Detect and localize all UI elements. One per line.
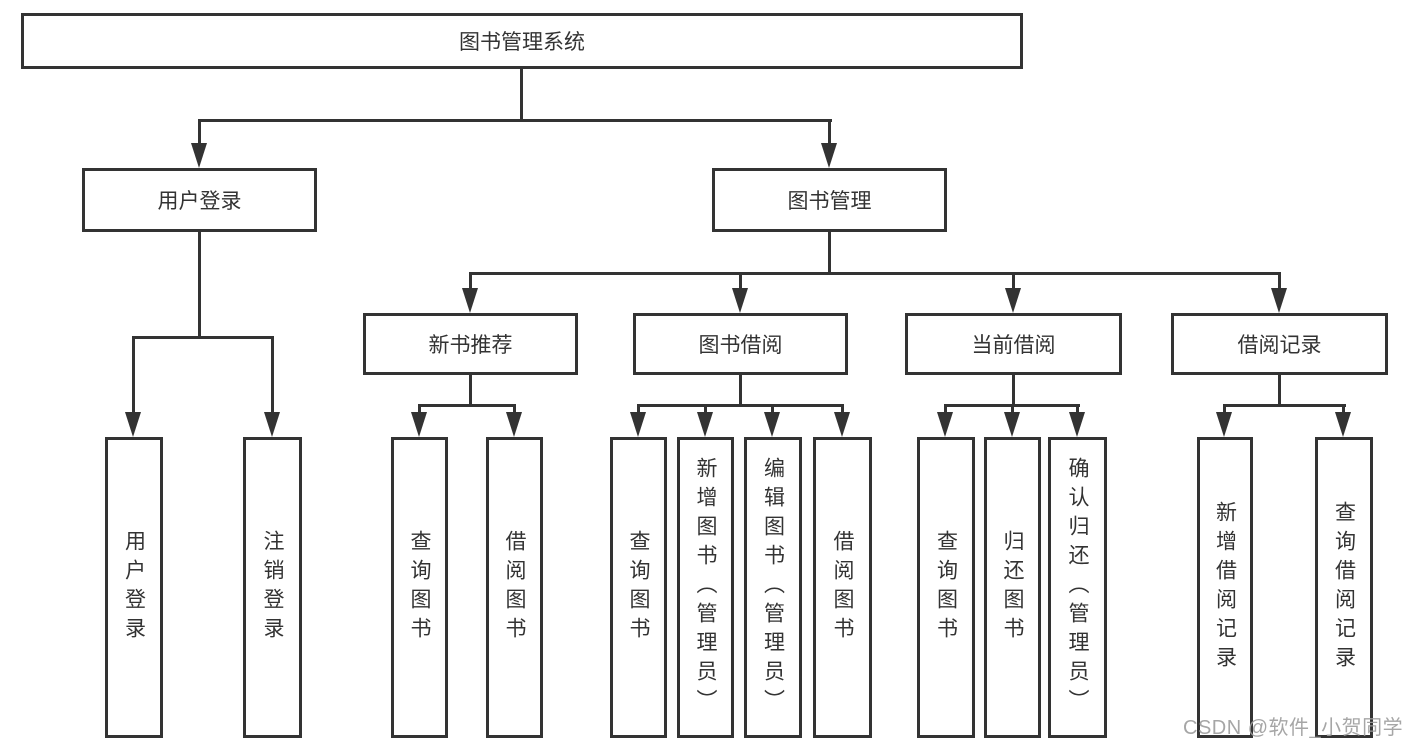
node-current-borrow-label: 当前借阅 xyxy=(971,334,1056,357)
node-new-book-recommend-label: 新书推荐 xyxy=(428,334,513,357)
leaf-return-book-label: 归还图书 xyxy=(1001,529,1025,646)
connector-borrowrecord-stub xyxy=(1342,404,1345,414)
connector-bookmgmt-hline xyxy=(469,272,1281,275)
leaf-confirm-return-admin-label: 确认归还（管理员） xyxy=(1066,457,1090,718)
leaf-logout: 注销登录 xyxy=(243,437,302,738)
arrow-down-icon xyxy=(1004,412,1020,437)
leaf-query-books-borrow: 查询图书 xyxy=(610,437,667,738)
node-root-label: 图书管理系统 xyxy=(459,31,585,54)
leaf-add-book-admin: 新增图书（管理员） xyxy=(677,437,734,738)
connector-bookmgmt-stub xyxy=(1012,272,1015,290)
node-book-borrow-label: 图书借阅 xyxy=(698,334,783,357)
arrow-down-icon xyxy=(697,412,713,437)
node-new-book-recommend: 新书推荐 xyxy=(363,313,578,375)
leaf-borrow-books: 借阅图书 xyxy=(813,437,872,738)
connector-bookborrow-vline xyxy=(739,375,742,406)
leaf-query-books-borrow-label: 查询图书 xyxy=(627,529,651,646)
leaf-add-borrow-record-label: 新增借阅记录 xyxy=(1213,500,1237,675)
node-root: 图书管理系统 xyxy=(21,13,1023,69)
leaf-query-borrow-record: 查询借阅记录 xyxy=(1315,437,1373,738)
leaf-query-books-current: 查询图书 xyxy=(917,437,975,738)
leaf-user-login-label: 用户登录 xyxy=(122,529,146,646)
leaf-edit-book-admin: 编辑图书（管理员） xyxy=(744,437,802,738)
connector-root-stub-left xyxy=(198,119,201,145)
arrow-down-icon xyxy=(1335,412,1351,437)
connector-bookborrow-stub xyxy=(637,404,640,414)
connector-bookmgmt-stub xyxy=(1278,272,1281,290)
connector-bookmgmt-vline xyxy=(828,232,831,274)
connector-root-stub-right xyxy=(828,119,831,145)
arrow-down-icon xyxy=(732,288,748,313)
leaf-query-books-current-label: 查询图书 xyxy=(934,529,958,646)
connector-userlogin-stub xyxy=(271,336,274,414)
leaf-edit-book-admin-label: 编辑图书（管理员） xyxy=(761,457,785,718)
arrow-down-icon xyxy=(506,412,522,437)
connector-currentborrow-stub xyxy=(944,404,947,414)
connector-bookborrow-stub xyxy=(704,404,707,414)
arrow-down-icon xyxy=(937,412,953,437)
connector-borrowrecord-hline xyxy=(1223,404,1346,407)
connector-currentborrow-stub xyxy=(1011,404,1014,414)
leaf-user-login: 用户登录 xyxy=(105,437,163,738)
arrow-down-icon xyxy=(264,412,280,437)
leaf-borrow-books-recommend: 借阅图书 xyxy=(486,437,543,738)
leaf-query-books-recommend-label: 查询图书 xyxy=(408,529,432,646)
connector-newbook-vline xyxy=(469,375,472,406)
connector-userlogin-vline xyxy=(198,232,201,339)
arrow-down-icon xyxy=(1271,288,1287,313)
connector-bookborrow-stub xyxy=(841,404,844,414)
arrow-down-icon xyxy=(1216,412,1232,437)
node-borrow-record: 借阅记录 xyxy=(1171,313,1388,375)
leaf-query-books-recommend: 查询图书 xyxy=(391,437,448,738)
connector-currentborrow-vline xyxy=(1012,375,1015,406)
connector-currentborrow-stub xyxy=(1076,404,1079,414)
connector-newbook-stub xyxy=(513,404,516,414)
connector-root-vline xyxy=(520,69,523,122)
node-user-login-label: 用户登录 xyxy=(157,190,242,213)
connector-userlogin-stub xyxy=(132,336,135,414)
arrow-down-icon xyxy=(1005,288,1021,313)
arrow-down-icon xyxy=(764,412,780,437)
connector-bookborrow-hline xyxy=(637,404,843,407)
arrow-down-icon xyxy=(411,412,427,437)
node-book-management: 图书管理 xyxy=(712,168,947,232)
leaf-borrow-books-label: 借阅图书 xyxy=(831,529,855,646)
connector-newbook-stub xyxy=(418,404,421,414)
leaf-confirm-return-admin: 确认归还（管理员） xyxy=(1048,437,1107,738)
connector-userlogin-hline xyxy=(132,336,274,339)
leaf-add-book-admin-label: 新增图书（管理员） xyxy=(694,457,718,718)
node-current-borrow: 当前借阅 xyxy=(905,313,1122,375)
leaf-borrow-books-recommend-label: 借阅图书 xyxy=(503,529,527,646)
arrow-down-icon xyxy=(834,412,850,437)
arrow-down-icon xyxy=(125,412,141,437)
leaf-query-borrow-record-label: 查询借阅记录 xyxy=(1332,500,1356,675)
node-book-borrow: 图书借阅 xyxy=(633,313,848,375)
connector-bookmgmt-stub xyxy=(469,272,472,290)
arrow-down-icon xyxy=(630,412,646,437)
leaf-logout-label: 注销登录 xyxy=(261,529,285,646)
connector-bookborrow-stub xyxy=(771,404,774,414)
node-borrow-record-label: 借阅记录 xyxy=(1237,334,1322,357)
csdn-watermark: CSDN @软件_小贺同学 xyxy=(1183,717,1404,739)
arrow-down-icon xyxy=(191,143,207,168)
connector-bookmgmt-stub xyxy=(739,272,742,290)
node-book-management-label: 图书管理 xyxy=(787,190,872,213)
leaf-return-book: 归还图书 xyxy=(984,437,1041,738)
arrow-down-icon xyxy=(1069,412,1085,437)
arrow-down-icon xyxy=(462,288,478,313)
node-user-login: 用户登录 xyxy=(82,168,317,232)
connector-newbook-hline xyxy=(418,404,516,407)
connector-borrowrecord-stub xyxy=(1223,404,1226,414)
connector-root-hline xyxy=(198,119,832,122)
leaf-add-borrow-record: 新增借阅记录 xyxy=(1197,437,1253,738)
arrow-down-icon xyxy=(821,143,837,168)
connector-borrowrecord-vline xyxy=(1278,375,1281,406)
